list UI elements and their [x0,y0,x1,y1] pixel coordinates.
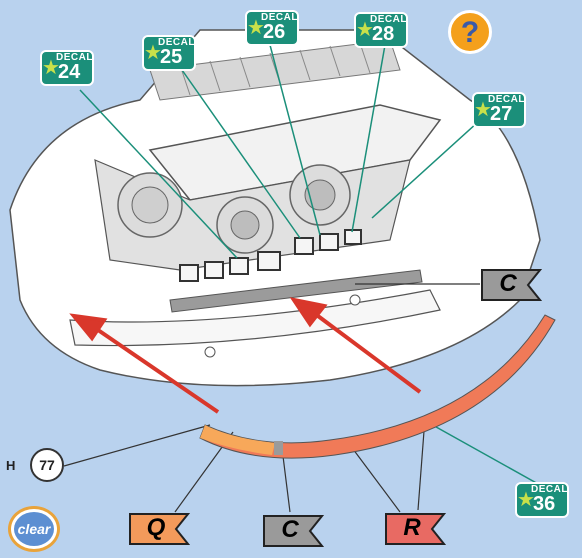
flag-label: R [384,514,440,542]
flag-label: C [262,516,318,544]
flag-label: C [480,270,536,298]
decal-number: 25 [160,47,182,67]
flag-label: Q [128,514,184,542]
clear-button[interactable]: clear [8,506,60,552]
step-number-badge: 77 [30,448,64,482]
decal-badge-28: ★ DECAL 28 [354,12,408,48]
help-button[interactable]: ? [448,10,492,54]
step-number: 77 [39,457,55,473]
clear-button-label: clear [14,512,54,546]
flag-c-bottom: C [262,514,324,548]
decal-badge-26: ★ DECAL 26 [245,10,299,46]
flag-q: Q [128,512,190,546]
decal-number: 27 [490,104,512,124]
decal-number: 28 [372,24,394,44]
decal-badge-27: ★ DECAL 27 [472,92,526,128]
decal-badge-36: ★ DECAL 36 [515,482,569,518]
decal-badge-25: ★ DECAL 25 [142,35,196,71]
decal-number: 26 [263,22,285,42]
step-prefix: H [6,458,15,473]
trim-strip-gray-mark [274,441,283,455]
flag-c-top: C [480,268,542,302]
decal-badge-24: ★ DECAL 24 [40,50,94,86]
decal-number: 24 [58,62,80,82]
decal-number: 36 [533,494,555,514]
question-icon: ? [461,16,479,49]
flag-r: R [384,512,446,546]
